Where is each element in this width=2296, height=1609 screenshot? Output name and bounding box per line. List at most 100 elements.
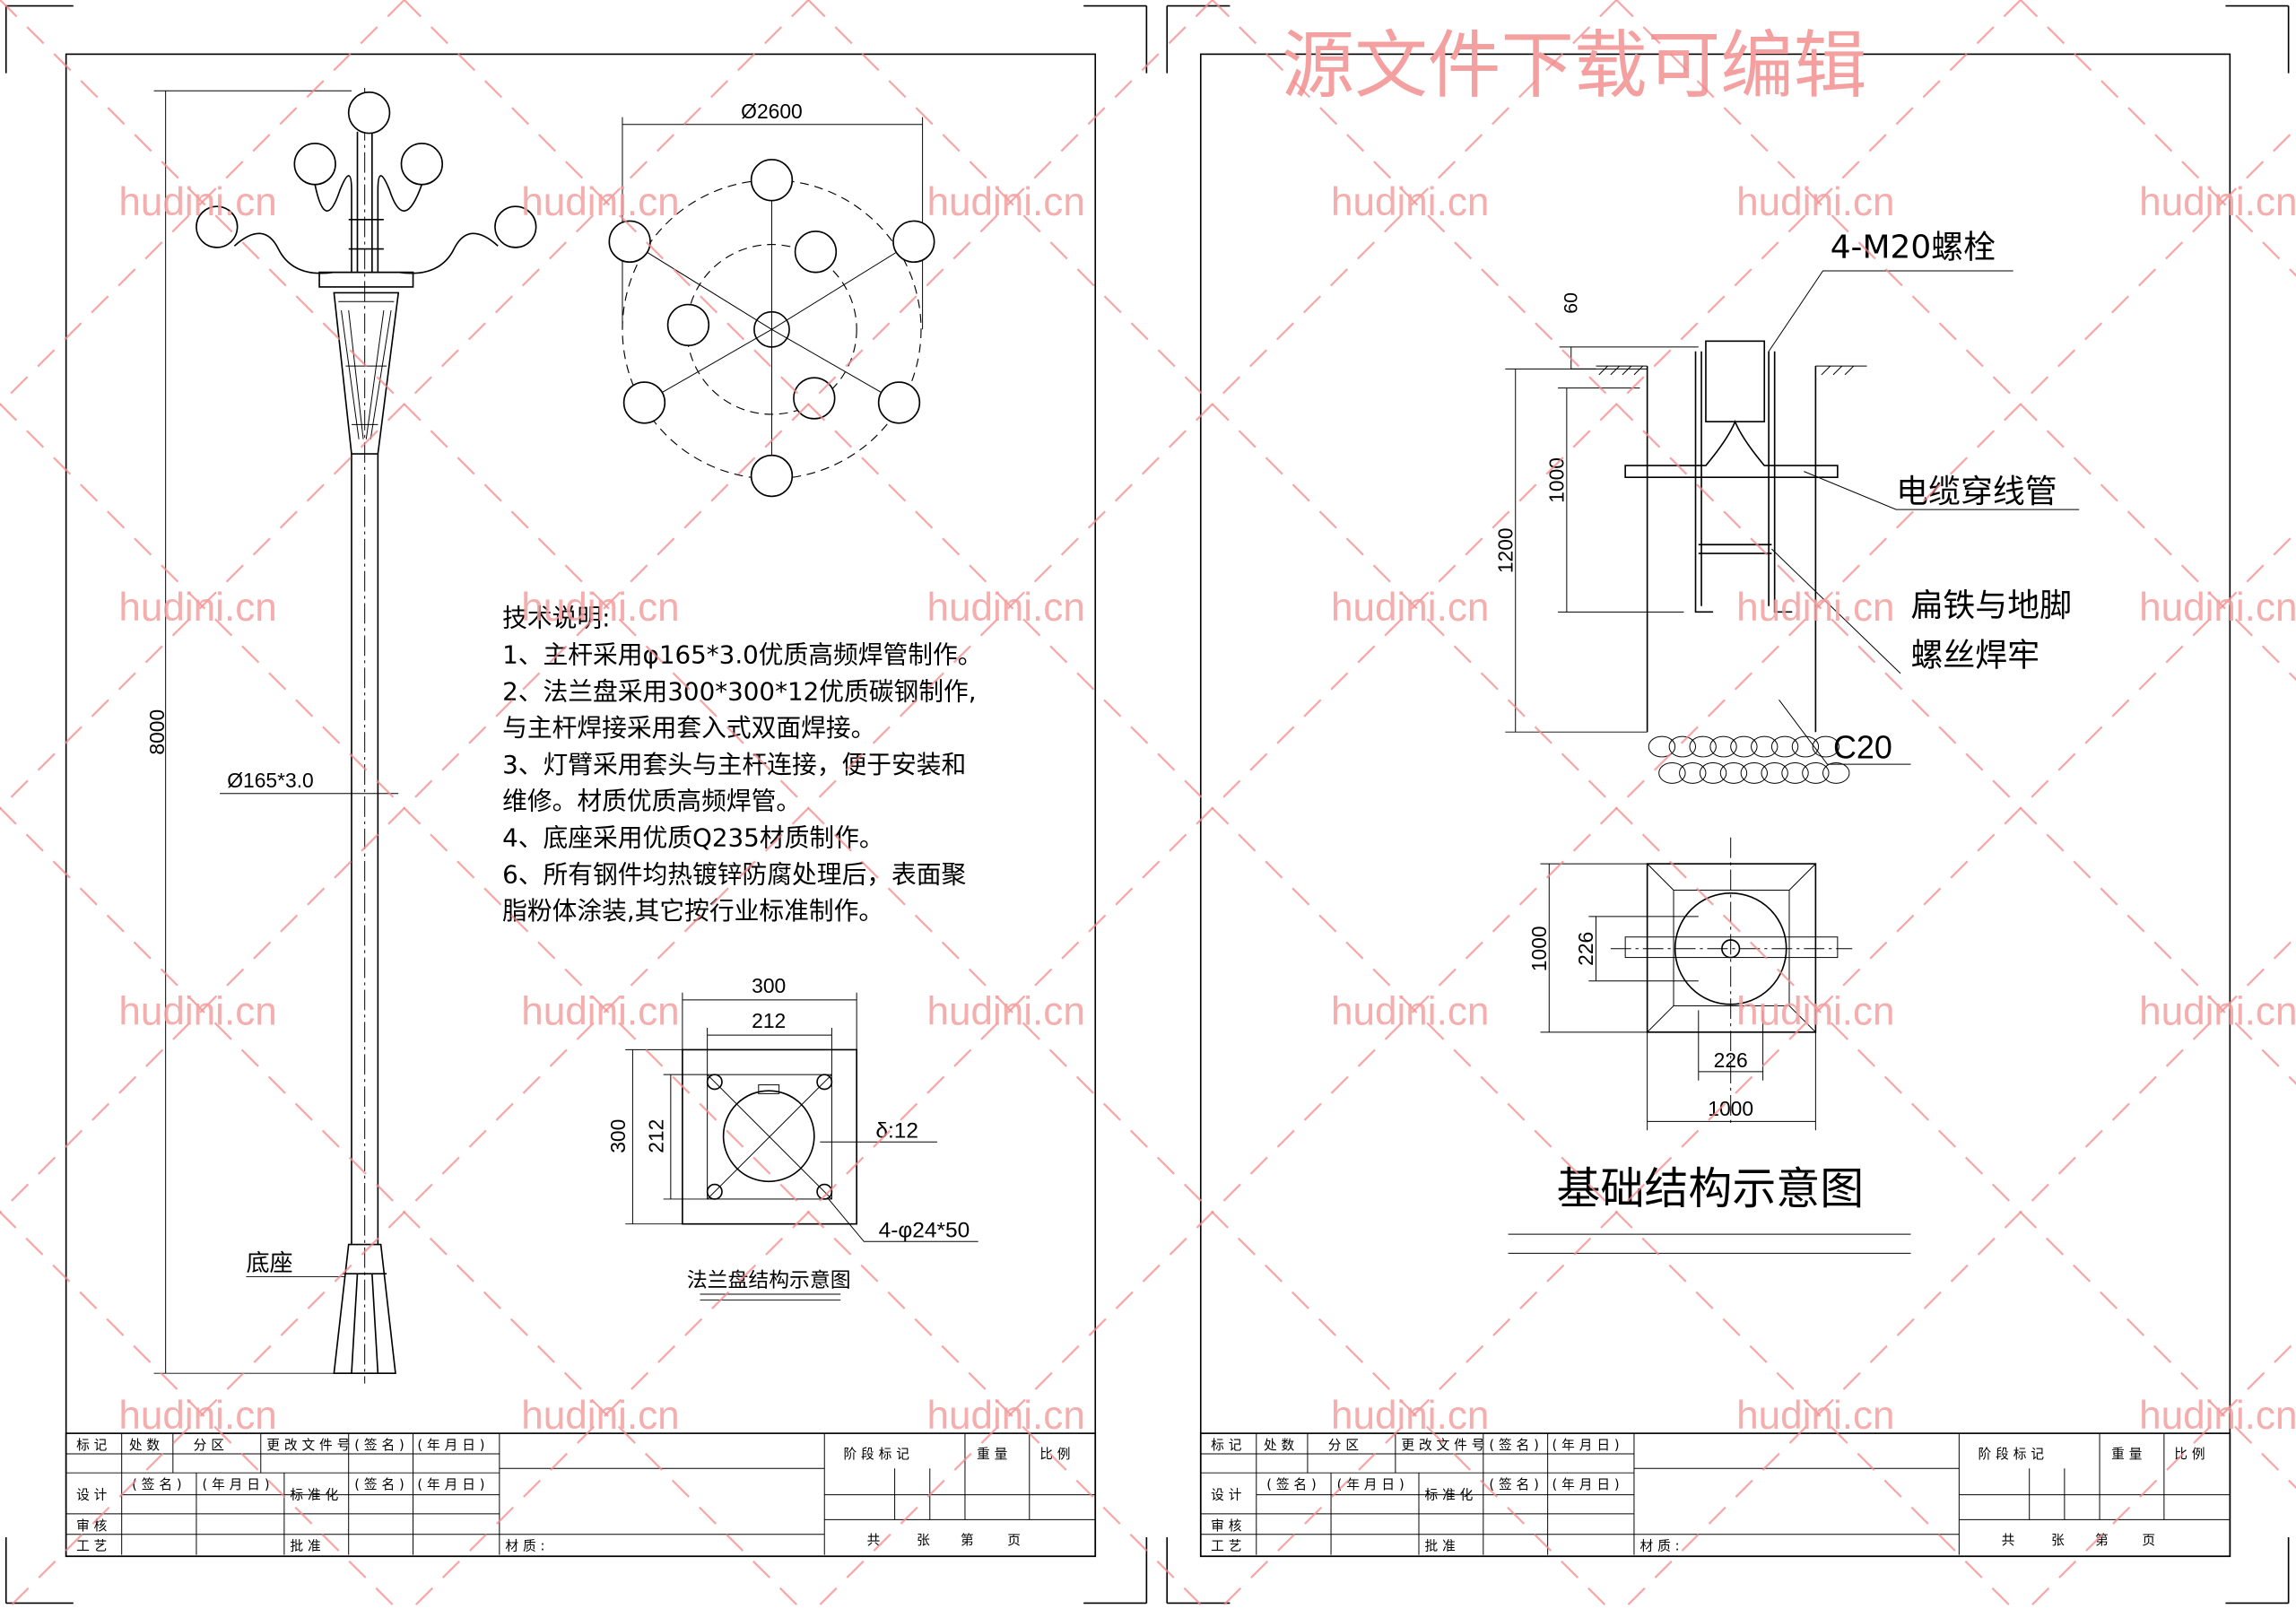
watermark-text: hudini.cn: [1331, 586, 1489, 630]
tech-note-line: 6、所有钢件均热镀锌防腐处理后，表面聚: [502, 859, 966, 889]
globe-icon: [347, 91, 391, 135]
pole-elevation: 8000 Ø165*3.0 底座: [145, 87, 537, 1384]
watermark-text: hudini.cn: [2139, 586, 2296, 630]
plan-226-horizontal-dim: 226: [1714, 1048, 1748, 1072]
height-dimension: 8000: [145, 709, 169, 755]
tb-mark: 标记: [76, 1438, 111, 1453]
flange-bolt-spacing-dim: 212: [752, 1009, 786, 1032]
tb-sign: (签名): [354, 1438, 408, 1453]
tb-mark: 标记: [1211, 1438, 1246, 1453]
tb-scale: 比例: [1039, 1447, 1074, 1462]
plan-width-dim: 1000: [1708, 1097, 1753, 1120]
tech-note-line: 与主杆焊接采用套入式双面焊接。: [502, 713, 875, 743]
tb-standard: 标准化: [1425, 1488, 1478, 1503]
tb-sign: (签名): [1489, 1477, 1543, 1492]
tech-note-line: 脂粉体涂装,其它按行业标准制作。: [502, 896, 883, 926]
tb-change-doc: 更改文件号: [266, 1438, 354, 1453]
globe-icon: [877, 381, 921, 424]
tech-notes-title: 技术说明:: [502, 604, 610, 633]
tb-scale: 比例: [2174, 1447, 2209, 1462]
watermark-text: hudini.cn: [926, 180, 1084, 224]
tb-stage: 阶段标记: [843, 1447, 913, 1462]
tb-date: (年月日): [417, 1438, 489, 1453]
watermark-text: hudini.cn: [2139, 1394, 2296, 1438]
watermark-text: hudini.cn: [521, 180, 679, 224]
tb-nth: 第: [2095, 1532, 2113, 1548]
tech-note-line: 2、法兰盘采用300*300*12优质碳钢制作,: [502, 676, 976, 706]
weld-label-line1: 扁铁与地脚: [1910, 587, 2072, 624]
tb-date: (年月日): [417, 1477, 489, 1492]
tb-sign: (签名): [1489, 1438, 1543, 1453]
watermark-text: hudini.cn: [1736, 990, 1894, 1034]
tech-note-line: 1、主杆采用φ165*3.0优质高频焊管制作。: [502, 639, 982, 669]
cable-conduit-label: 电缆穿线管: [1896, 474, 2057, 510]
watermark-text: hudini.cn: [1736, 586, 1894, 630]
watermark-text: hudini.cn: [521, 990, 679, 1034]
tb-approve: 批准: [290, 1539, 325, 1554]
depth-1200-dim: 1200: [1493, 527, 1517, 573]
pole-diameter-dimension: Ø165*3.0: [227, 769, 314, 792]
tb-process: 工艺: [1211, 1539, 1246, 1554]
weld-label-line2: 螺丝焊牢: [1910, 638, 2039, 674]
flange-bolt-spacing-v-dim: 212: [645, 1119, 668, 1153]
concrete-grade-label: C20: [1833, 729, 1892, 766]
globe-icon: [750, 159, 794, 202]
flange-plate-drawing: 300 212 300 212 δ:12 4-φ24*50 法兰盘结构示意图: [606, 974, 978, 1301]
tb-sheets: 张: [2051, 1533, 2069, 1548]
watermark-text: hudini.cn: [926, 586, 1084, 630]
tb-sheets: 张: [917, 1533, 935, 1548]
tech-note-line: 3、灯臂采用套头与主杆连接，便于安装和: [502, 750, 966, 779]
plan-226-vertical-dim: 226: [1574, 932, 1597, 966]
base-label: 底座: [246, 1250, 292, 1277]
tb-design: 设计: [76, 1488, 111, 1503]
watermark-text: hudini.cn: [521, 586, 679, 630]
tb-total: 共: [2002, 1533, 2020, 1548]
tb-date: (年月日): [1552, 1477, 1624, 1492]
watermark-text: hudini.cn: [2139, 990, 2296, 1034]
globe-icon: [750, 454, 794, 498]
tb-page: 页: [1007, 1533, 1025, 1548]
tb-date: (年月日): [1337, 1477, 1409, 1492]
watermark-text: hudini.cn: [1736, 180, 1894, 224]
watermark-text: hudini.cn: [2139, 180, 2296, 224]
depth-60-dim: 60: [1561, 292, 1581, 314]
bolts-label: 4-M20螺栓: [1831, 229, 1996, 265]
tb-zone: 分区: [1328, 1438, 1363, 1453]
tb-approve: 批准: [1425, 1539, 1460, 1554]
globe-icon: [666, 303, 710, 347]
tech-note-line: 4、底座采用优质Q235材质制作。: [502, 823, 883, 853]
tb-review: 审核: [76, 1518, 111, 1534]
globe-icon: [892, 220, 935, 264]
watermark-text: hudini.cn: [1736, 1394, 1894, 1438]
watermark-text: hudini.cn: [118, 586, 276, 630]
watermark-text: hudini.cn: [118, 1394, 276, 1438]
globe-icon: [608, 220, 651, 264]
tb-process: 工艺: [76, 1539, 111, 1554]
right-title-block: 标记处数分区更改文件号(签名)(年月日)设计(签名)(年月日)标准化(签名)(年…: [1199, 1432, 2231, 1558]
tb-date: (年月日): [1552, 1438, 1624, 1453]
tb-design: 设计: [1211, 1488, 1246, 1503]
foundation-title: 基础结构示意图: [1556, 1163, 1864, 1214]
tb-weight: 重量: [977, 1447, 1012, 1462]
tb-page: 页: [2142, 1533, 2160, 1548]
tech-note-line: 维修。材质优质高频焊管。: [502, 787, 801, 816]
foundation-plan: 1000 226 226 1000 基础结构示意图: [1508, 837, 1911, 1254]
tb-sign: (签名): [354, 1477, 408, 1492]
watermark-text: hudini.cn: [926, 1394, 1084, 1438]
tb-count: 处数: [129, 1438, 164, 1453]
tb-nth: 第: [961, 1532, 978, 1548]
tb-date: (年月日): [202, 1477, 274, 1492]
top-view-diameter: Ø2600: [741, 100, 803, 123]
tb-review: 审核: [1211, 1518, 1246, 1534]
tb-change-doc: 更改文件号: [1401, 1438, 1489, 1453]
tb-stage: 阶段标记: [1979, 1447, 2048, 1462]
globe-icon: [622, 381, 666, 424]
pole-top-view: Ø2600: [608, 100, 935, 498]
tb-material: 材质:: [505, 1539, 549, 1554]
foundation-section: 60 1000 1200 4-M20螺栓 电缆穿线管 扁铁与地脚 螺丝焊牢 C2…: [1493, 229, 2080, 784]
watermark-text: hudini.cn: [521, 1394, 679, 1438]
flange-width-dim: 300: [752, 974, 786, 997]
tb-zone: 分区: [194, 1438, 229, 1453]
